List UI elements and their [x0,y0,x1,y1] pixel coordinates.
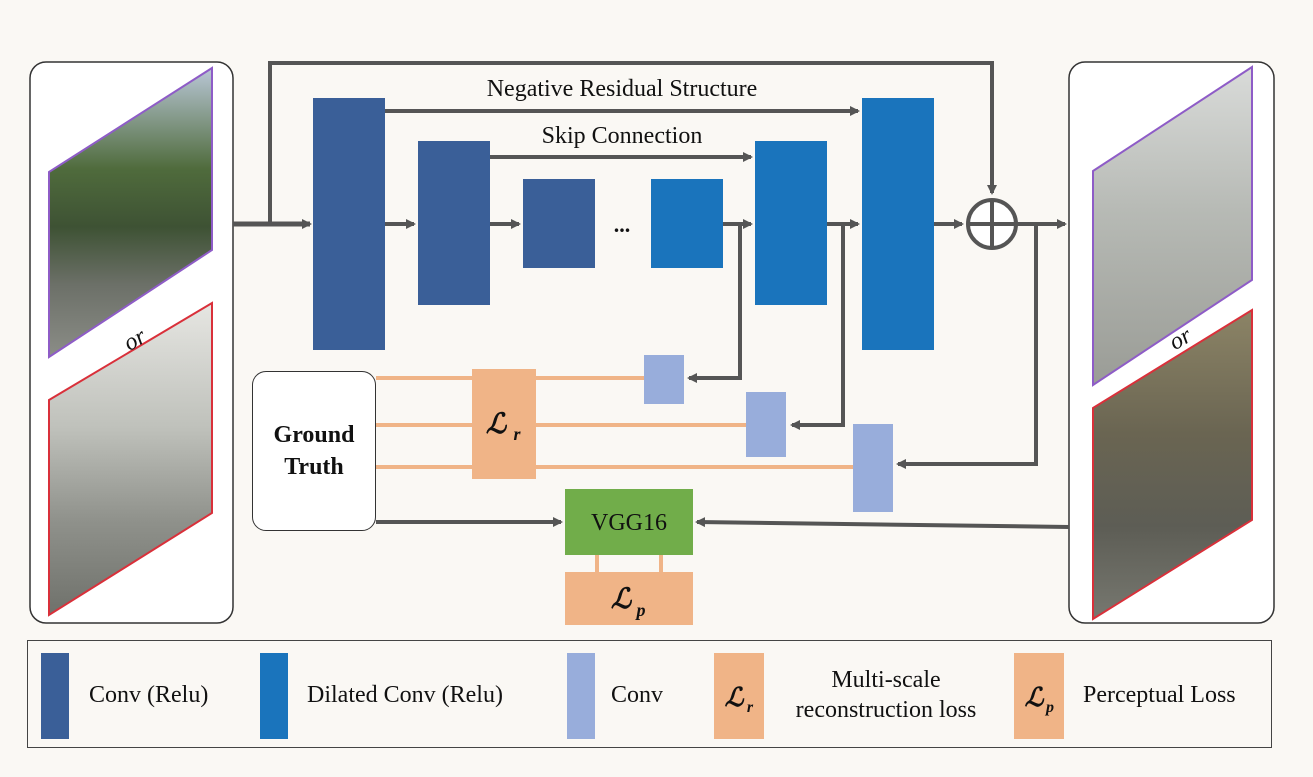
legend-conv-relu-label: Conv (Relu) [89,682,209,708]
vgg16-label: VGG16 [591,510,667,536]
reconstruction-loss-box [472,369,536,479]
dilated-conv-block-3 [862,98,934,350]
lr-symbol: ℒ [486,409,508,440]
ground-truth-line2: Truth [284,454,344,480]
legend-conv-relu-swatch [41,653,69,739]
output-conv-large [853,424,893,512]
legend-multi-scale-label: Multi-scale reconstruction loss [795,667,977,723]
lp-symbol: ℒ [611,584,633,615]
legend: Conv (Relu) Dilated Conv (Relu) Conv ℒ r… [27,640,1272,748]
svg-text:p: p [1044,699,1054,716]
output-conv-small [644,355,684,404]
lr-subscript: r [513,424,521,444]
vgg16-box [565,489,693,555]
branch-arrow-1 [687,224,742,383]
legend-lp-symbol: ℒ p [1025,683,1054,716]
svg-text:r: r [747,699,754,716]
legend-conv-label: Conv [611,682,664,708]
svg-text:ℒ: ℒ [725,683,745,712]
negative-residual-label: Negative Residual Structure [487,76,758,102]
ellipsis-label: ... [614,212,631,237]
legend-perceptual-loss-label: Perceptual Loss [1083,682,1236,708]
hazy-output-image [1092,65,1253,387]
legend-dilated-conv-swatch [260,653,288,739]
perceptual-loss-box [565,572,693,625]
output-to-vgg-arrow [695,517,1070,529]
hazy-street-image [48,301,213,617]
addition-node [966,198,1018,250]
dilated-conv-block-1 [651,179,723,268]
dehazed-output-image [1092,308,1253,621]
legend-lr-swatch [714,653,764,739]
legend-lr-symbol: ℒ r [725,683,754,716]
ground-truth-box: Ground Truth [252,371,376,531]
negative-residual-path [268,61,997,224]
conv-relu-block-3 [523,179,595,268]
legend-dilated-conv-label: Dilated Conv (Relu) [307,682,503,708]
branch-arrow-2 [790,224,845,430]
skip-connection-label: Skip Connection [542,123,703,149]
clear-street-image [48,66,213,359]
lp-subscript: p [635,600,646,620]
dilated-conv-block-2 [755,141,827,305]
output-conv-medium [746,392,786,457]
legend-conv-swatch [567,653,595,739]
branch-arrow-3 [896,224,1038,469]
svg-text:ℒ: ℒ [1025,683,1045,712]
legend-lp-swatch [1014,653,1064,739]
ground-truth-line1: Ground [273,422,355,448]
conv-relu-block-1 [313,98,385,350]
conv-relu-block-2 [418,141,490,305]
